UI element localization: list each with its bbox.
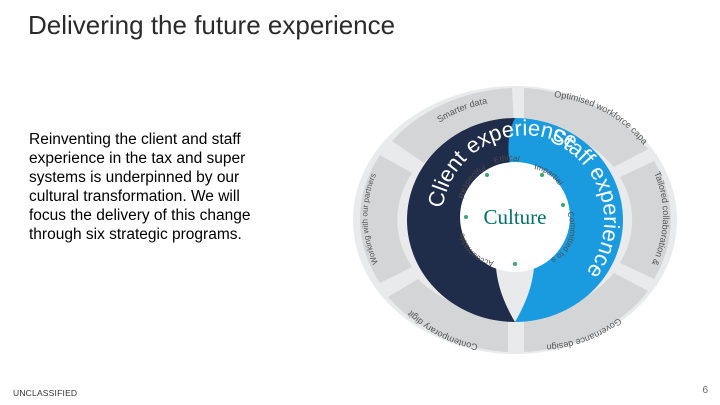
culture-wheel-diagram: Smarter data Optimised workforce capabil… xyxy=(349,75,680,357)
center-circle xyxy=(460,162,570,272)
segment-working xyxy=(359,155,412,283)
page-number: 6 xyxy=(702,385,708,396)
value-dot xyxy=(513,262,517,266)
segment-governance xyxy=(524,273,648,352)
slide-title: Delivering the future experience xyxy=(28,10,396,40)
value-dot xyxy=(561,203,565,207)
segment-smarter-data xyxy=(392,88,514,163)
culture-label: Culture xyxy=(484,205,547,229)
value-dot xyxy=(485,173,489,177)
segment-optimised xyxy=(524,88,648,167)
segment-contemporary xyxy=(388,279,508,352)
segment-tailored xyxy=(620,161,671,279)
classification-label: UNCLASSIFIED xyxy=(13,388,78,398)
value-dot xyxy=(540,173,544,177)
slide-body-text: Reinventing the client and staff experie… xyxy=(29,131,251,243)
program-segments xyxy=(359,88,671,352)
value-dots xyxy=(464,173,565,266)
value-dot xyxy=(464,215,468,219)
culture-wheel-svg: Smarter data Optimised workforce capabil… xyxy=(349,75,677,354)
